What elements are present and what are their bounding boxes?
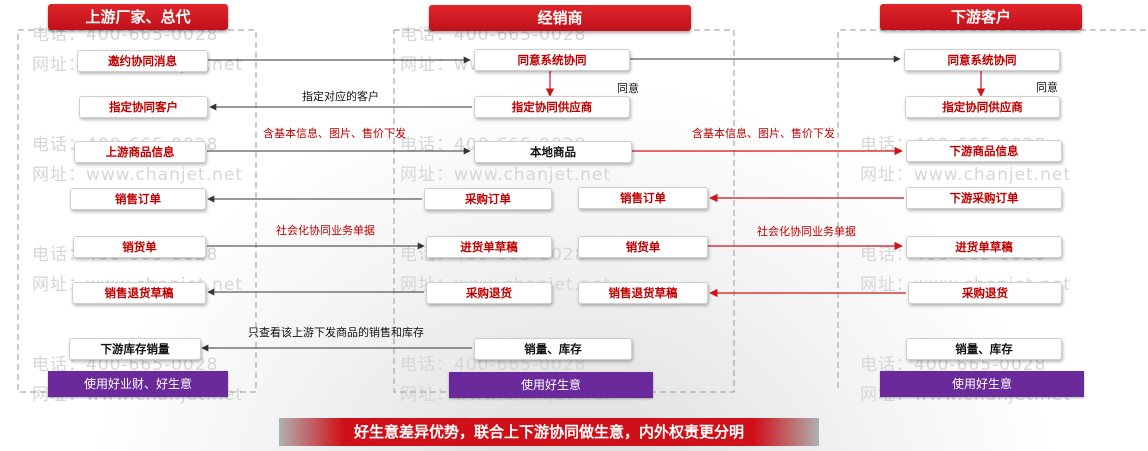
node-dealer-purchase-order: 采购订单 bbox=[424, 188, 552, 210]
node-dealer-agree: 同意系统协同 bbox=[474, 49, 630, 71]
watermark-site: 网址：www.chanjet.net bbox=[32, 165, 244, 185]
node-upstream-delivery: 销货单 bbox=[73, 236, 206, 258]
downstream-frame bbox=[837, 29, 1146, 392]
node-customer-sales-stock: 销量、库存 bbox=[906, 338, 1062, 360]
node-dealer-sales-stock: 销量、库存 bbox=[474, 338, 632, 360]
watermark-site: 网址：www.chanjet.net bbox=[400, 165, 612, 185]
node-dealer-supplier: 指定协同供应商 bbox=[474, 96, 630, 118]
label-goods-info: 含基本信息、图片、售价下发 bbox=[692, 127, 835, 140]
node-dealer-delivery: 销货单 bbox=[578, 236, 708, 258]
watermark-phone: 电话：400-665-0028 bbox=[32, 355, 219, 375]
downstream-software-badge: 使用好生意 bbox=[880, 371, 1084, 397]
watermark-site: 网址：www.chanjet.net bbox=[860, 165, 1072, 185]
node-downstream-goods: 下游商品信息 bbox=[906, 140, 1062, 162]
upstream-column-header: 上游厂家、总代 bbox=[48, 4, 228, 30]
node-customer-supplier: 指定协同供应商 bbox=[905, 96, 1060, 118]
node-customer-purchase-return: 采购退货 bbox=[908, 282, 1062, 304]
dealer-software-badge: 使用好生意 bbox=[449, 372, 653, 398]
node-assign-customer: 指定协同客户 bbox=[79, 96, 208, 118]
upstream-software-badge: 使用好业财、好生意 bbox=[48, 371, 228, 397]
node-upstream-goods: 上游商品信息 bbox=[74, 141, 206, 163]
node-upstream-sales-return: 销售退货草稿 bbox=[72, 282, 206, 304]
node-dealer-sales-return: 销售退货草稿 bbox=[578, 282, 708, 304]
label-agree: 同意 bbox=[617, 82, 639, 95]
watermark-phone: 电话：400-665-0028 bbox=[400, 355, 587, 375]
label-goods-info: 含基本信息、图片、售价下发 bbox=[263, 127, 406, 140]
node-upstream-sales-order: 销售订单 bbox=[70, 188, 206, 210]
node-downstream-purchase-order: 下游采购订单 bbox=[906, 187, 1062, 209]
node-invite-message: 邀约协同消息 bbox=[77, 50, 208, 72]
label-view-only: 只查看该上游下发商品的销售和库存 bbox=[248, 326, 424, 339]
node-local-goods: 本地商品 bbox=[474, 141, 632, 163]
node-downstream-stock-sales: 下游库存销量 bbox=[69, 338, 201, 360]
node-dealer-receipt-draft: 进货单草稿 bbox=[426, 236, 552, 258]
dealer-column-header: 经销商 bbox=[429, 5, 691, 31]
label-assign-customer: 指定对应的客户 bbox=[302, 90, 379, 103]
node-customer-receipt-draft: 进货单草稿 bbox=[906, 236, 1062, 258]
label-social-docs: 社会化协同业务单据 bbox=[276, 224, 375, 237]
label-social-docs: 社会化协同业务单据 bbox=[757, 225, 856, 238]
advantage-banner: 好生意差异优势，联合上下游协同做生意，内外权责更分明 bbox=[279, 418, 819, 446]
downstream-column-header: 下游客户 bbox=[880, 4, 1082, 30]
label-agree: 同意 bbox=[1036, 81, 1058, 94]
node-dealer-purchase-return: 采购退货 bbox=[426, 282, 552, 304]
watermark-phone: 电话：400-665-0028 bbox=[860, 355, 1047, 375]
node-dealer-sales-order: 销售订单 bbox=[578, 187, 708, 209]
node-customer-agree: 同意系统协同 bbox=[904, 49, 1060, 71]
